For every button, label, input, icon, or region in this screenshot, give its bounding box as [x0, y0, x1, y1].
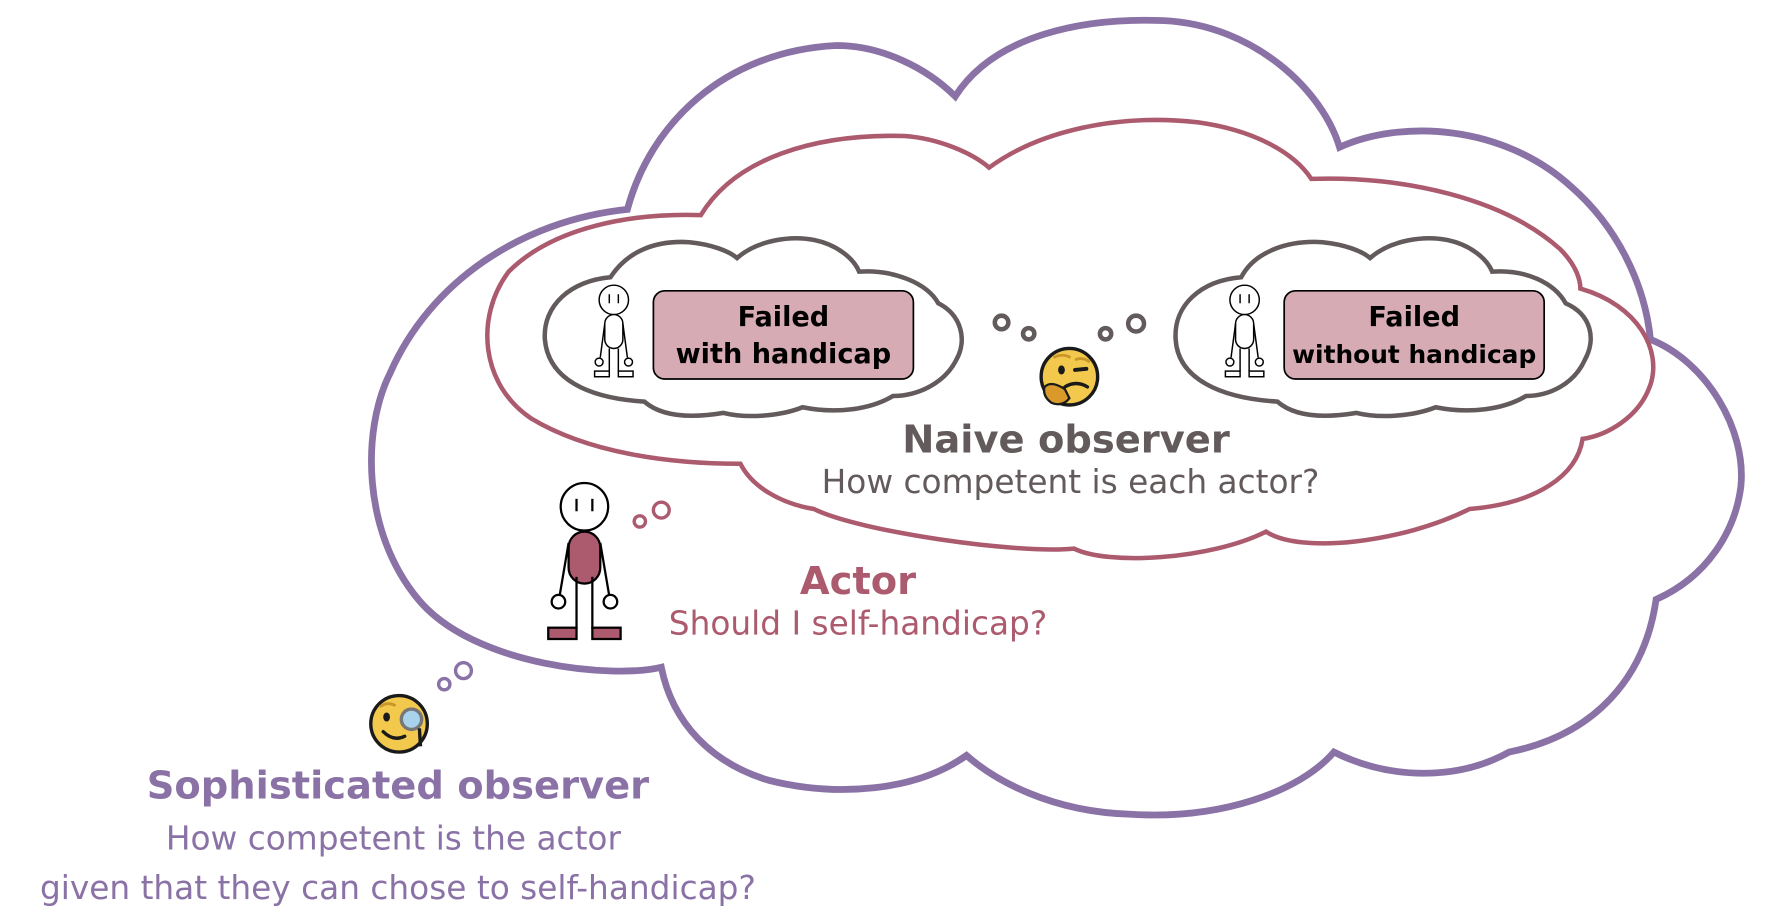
outcome-line1: Failed	[738, 302, 830, 333]
outcome-box-bg	[652, 289, 915, 380]
outcome-box-bg	[1283, 289, 1546, 380]
naive-thought-bubbles	[992, 313, 1147, 342]
figure-head	[1229, 284, 1261, 316]
figure-head	[598, 284, 630, 316]
actor-cloud	[485, 117, 1656, 561]
outcome-box-without-handicap: Failed without handicap	[1283, 289, 1546, 380]
outcome-line2: with handicap	[676, 339, 892, 370]
actor-question: Should I self-handicap?	[669, 604, 1047, 642]
actor-title: Actor	[800, 559, 916, 604]
actor-body	[567, 530, 602, 585]
sophisticated-observer-question-line2: given that they can chose to self-handic…	[40, 869, 756, 907]
thinking-face-icon	[1039, 346, 1100, 407]
sophisticated-observer-cloud	[368, 16, 1745, 819]
failed-actor-figure-left	[593, 284, 634, 378]
naive-observer-title: Naive observer	[902, 417, 1230, 462]
stick-figure-icon	[547, 481, 622, 641]
sophisticated-observer-question-line1: How competent is the actor	[166, 819, 622, 857]
face-with-monocle-icon	[369, 693, 429, 754]
naive-observer-question: How competent is each actor?	[822, 463, 1320, 501]
failed-actor-figure-right	[1224, 284, 1265, 378]
sophisticated-observer-title: Sophisticated observer	[147, 763, 649, 808]
figure-body	[604, 313, 624, 350]
outcome-line1: Failed	[1368, 302, 1460, 333]
outcome-line2: without handicap	[1292, 340, 1536, 369]
actor-thought-bubbles	[632, 500, 671, 529]
figure-body	[1234, 313, 1255, 350]
outcome-box-with-handicap: Failed with handicap	[652, 289, 915, 380]
sophisticated-thought-bubbles	[436, 661, 474, 692]
